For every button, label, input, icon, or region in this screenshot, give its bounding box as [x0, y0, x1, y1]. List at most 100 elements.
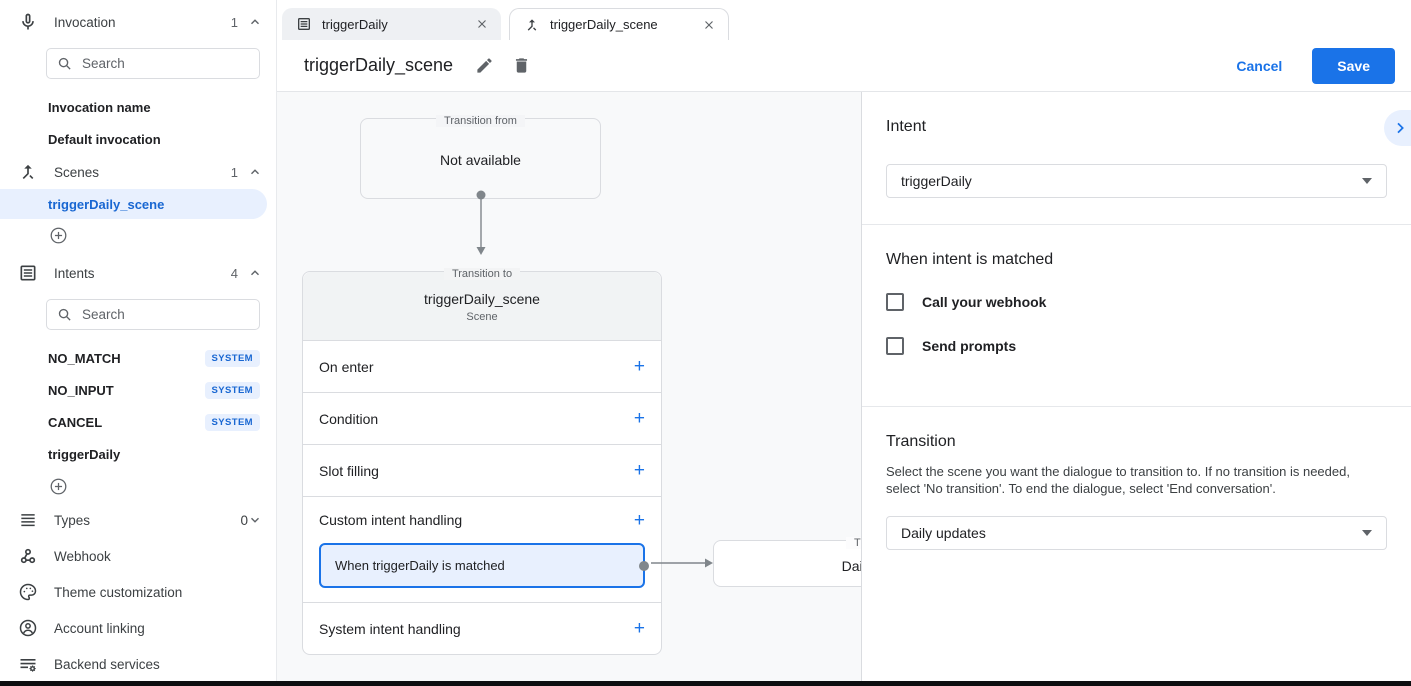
sidebar-intent-no-match[interactable]: NO_MATCH SYSTEM: [0, 342, 276, 374]
add-intent-row: [0, 470, 276, 502]
row-label: Condition: [319, 410, 379, 427]
right-arrow-connector: [651, 558, 713, 568]
item-label: NO_INPUT: [48, 382, 114, 398]
transition-select[interactable]: Daily updates: [886, 516, 1387, 550]
delete-icon[interactable]: [512, 56, 531, 75]
transition-heading: Transition: [886, 433, 956, 450]
panel-divider: [862, 224, 1411, 225]
item-label: Default invocation: [48, 131, 161, 147]
item-label: Invocation name: [48, 99, 151, 115]
item-label: CANCEL: [48, 414, 103, 430]
dropdown-caret-icon: [1362, 178, 1372, 184]
scene-card: Transition to triggerDaily_scene Scene O…: [302, 268, 662, 655]
tab-strip: triggerDaily triggerDaily_scene: [277, 0, 1411, 40]
checkbox-label: Send prompts: [922, 338, 1017, 354]
cancel-button[interactable]: Cancel: [1236, 57, 1283, 74]
dropdown-caret-icon: [1362, 530, 1372, 536]
sidebar-item-webhook[interactable]: Webhook: [0, 538, 276, 574]
sidebar-item-invocation-name[interactable]: Invocation name: [0, 91, 276, 123]
intents-search-input[interactable]: [82, 307, 249, 322]
sidebar-section-intents[interactable]: Intents 4: [0, 251, 276, 295]
item-label: NO_MATCH: [48, 350, 121, 366]
section-label: Scenes: [54, 164, 100, 180]
types-icon: [21, 514, 35, 527]
add-custom-intent-icon[interactable]: +: [633, 509, 645, 531]
checkbox-unchecked-icon[interactable]: [886, 293, 904, 311]
transition-target-box[interactable]: Transition to Daily updates: [713, 537, 861, 587]
chevron-up-icon[interactable]: [248, 15, 262, 29]
nav-label: Account linking: [54, 620, 145, 636]
sidebar-item-default-invocation[interactable]: Default invocation: [0, 123, 276, 155]
system-badge: SYSTEM: [204, 381, 260, 399]
add-system-intent-icon[interactable]: +: [633, 618, 645, 639]
collapse-panel-button[interactable]: [1384, 110, 1411, 146]
close-tab-icon[interactable]: [475, 17, 489, 31]
add-scene-icon[interactable]: [49, 226, 68, 245]
tab-label: triggerDaily_scene: [550, 17, 658, 32]
add-scene-row: [0, 219, 276, 251]
sidebar-intent-triggerdaily[interactable]: triggerDaily: [0, 438, 276, 470]
chevron-up-icon[interactable]: [248, 165, 262, 179]
checkbox-unchecked-icon[interactable]: [886, 337, 904, 355]
call-webhook-checkbox-row[interactable]: Call your webhook: [886, 293, 1387, 311]
intent-select[interactable]: triggerDaily: [886, 164, 1387, 198]
section-count: 1: [230, 164, 238, 180]
row-label: On enter: [319, 358, 374, 375]
invocation-search[interactable]: [46, 48, 260, 79]
add-intent-icon[interactable]: [49, 477, 68, 496]
save-button[interactable]: Save: [1312, 47, 1395, 84]
add-on-enter-icon[interactable]: +: [633, 356, 645, 377]
system-badge: SYSTEM: [204, 413, 260, 431]
tab-triggerdaily-scene[interactable]: triggerDaily_scene: [509, 8, 729, 40]
sidebar-section-invocation[interactable]: Invocation 1: [0, 0, 276, 44]
tab-triggerdaily[interactable]: triggerDaily: [282, 8, 501, 40]
row-label: Custom intent handling: [319, 512, 463, 528]
page-title: triggerDaily_scene: [304, 55, 454, 75]
item-label: triggerDaily: [48, 446, 121, 462]
send-prompts-checkbox-row[interactable]: Send prompts: [886, 337, 1387, 355]
chevron-up-icon[interactable]: [248, 266, 262, 280]
sidebar-item-triggerdaily-scene[interactable]: triggerDaily_scene: [0, 189, 267, 219]
connector-dot: [639, 560, 649, 571]
chevron-down-icon[interactable]: [248, 513, 262, 527]
invocation-search-input[interactable]: [82, 56, 249, 71]
intent-detail-panel: Intent triggerDaily When intent is match…: [861, 92, 1411, 681]
microphone-icon: [22, 13, 34, 30]
add-slot-filling-icon[interactable]: +: [633, 460, 645, 481]
system-badge: SYSTEM: [204, 349, 260, 367]
scene-diagram-canvas[interactable]: Transition from Not available Transition…: [277, 92, 861, 681]
sidebar-section-types[interactable]: Types 0: [0, 502, 276, 538]
sidebar-section-scenes[interactable]: Scenes 1: [0, 155, 276, 189]
sidebar-intent-no-input[interactable]: NO_INPUT SYSTEM: [0, 374, 276, 406]
sidebar-item-theme-customization[interactable]: Theme customization: [0, 574, 276, 610]
section-count: 1: [230, 14, 238, 30]
scene-row-slot-filling: Slot filling +: [303, 444, 661, 496]
nav-label: Theme customization: [54, 584, 183, 600]
intent-handler-when-triggerdaily-matched[interactable]: When triggerDaily is matched: [319, 543, 649, 588]
transition-from-value: Not available: [440, 151, 521, 168]
edit-icon[interactable]: [475, 56, 494, 75]
sidebar-item-backend-services[interactable]: Backend services: [0, 646, 276, 681]
backend-services-icon: [20, 659, 36, 672]
search-icon: [58, 308, 71, 321]
scene-row-system-intent-handling: System intent handling +: [303, 602, 661, 654]
sidebar-item-account-linking[interactable]: Account linking: [0, 610, 276, 646]
bottom-bar: [0, 681, 1411, 686]
intent-tab-icon: [298, 18, 310, 30]
search-icon: [58, 57, 71, 70]
transition-to-legend: Transition to: [845, 537, 861, 549]
webhook-icon: [20, 548, 36, 564]
transition-target-value: Daily updates: [841, 557, 861, 574]
checkbox-label: Call your webhook: [922, 294, 1047, 310]
handler-label: When triggerDaily is matched: [335, 558, 505, 573]
add-condition-icon[interactable]: +: [633, 408, 645, 429]
intents-icon: [20, 265, 36, 281]
intents-search[interactable]: [46, 299, 260, 330]
chevron-right-icon: [1396, 122, 1404, 134]
transition-from-box: Transition from Not available: [360, 115, 601, 199]
sidebar-intent-cancel[interactable]: CANCEL SYSTEM: [0, 406, 276, 438]
down-arrow-connector: [476, 190, 486, 255]
scene-row-condition: Condition +: [303, 392, 661, 444]
close-tab-icon[interactable]: [702, 18, 716, 32]
section-label: Invocation: [54, 14, 116, 30]
